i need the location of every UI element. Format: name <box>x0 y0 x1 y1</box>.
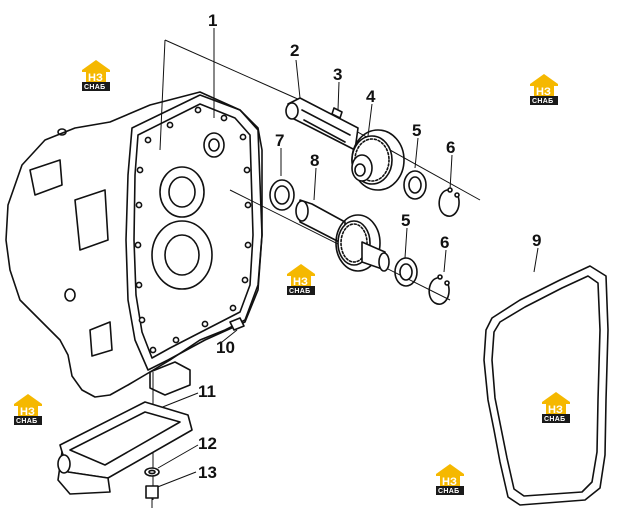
callout-8: 8 <box>310 151 319 170</box>
svg-text:СНАБ: СНАБ <box>16 418 37 425</box>
callout-7: 7 <box>275 131 284 150</box>
callout-5-lower: 5 <box>401 211 410 230</box>
callout-12: 12 <box>198 434 217 453</box>
callout-3: 3 <box>333 65 342 84</box>
plug-10 <box>229 317 245 331</box>
callout-4: 4 <box>366 87 376 106</box>
svg-text:СНАБ: СНАБ <box>532 98 553 105</box>
bolt-13 <box>145 485 159 508</box>
gasket-9 <box>483 265 609 506</box>
callout-10: 10 <box>216 338 235 357</box>
watermark-logo: НЗ СНАБ <box>287 264 315 295</box>
watermark-logo: НЗ СНАБ <box>530 74 558 105</box>
gearbox-housing <box>5 91 263 398</box>
callout-9: 9 <box>532 231 541 250</box>
watermark-logo: НЗ СНАБ <box>14 394 42 425</box>
cover-11 <box>57 401 193 495</box>
callout-11: 11 <box>198 382 216 401</box>
svg-text:НЗ: НЗ <box>293 276 308 288</box>
svg-text:НЗ: НЗ <box>536 86 551 98</box>
svg-text:СНАБ: СНАБ <box>438 488 459 495</box>
bearing-7 <box>269 179 295 211</box>
key-3 <box>331 107 343 119</box>
gear-4 <box>351 129 405 191</box>
bearing-5-upper <box>403 170 427 200</box>
shaft-2 <box>285 97 359 151</box>
callout-13: 13 <box>198 463 217 482</box>
callout-5-upper: 5 <box>412 121 421 140</box>
callout-6-lower: 6 <box>440 233 449 252</box>
callout-2: 2 <box>290 41 299 60</box>
svg-text:НЗ: НЗ <box>548 404 563 416</box>
callout-6-upper: 6 <box>446 138 455 157</box>
bearing-5-lower <box>394 257 418 287</box>
circlip-6-upper <box>438 187 460 217</box>
shaft-8 <box>295 199 390 272</box>
svg-text:НЗ: НЗ <box>20 406 35 418</box>
circlip-6-lower <box>428 274 450 305</box>
watermark-logo: НЗ СНАБ <box>436 464 464 495</box>
svg-text:СНАБ: СНАБ <box>289 288 310 295</box>
svg-text:НЗ: НЗ <box>442 476 457 488</box>
watermark-logo: НЗ СНАБ <box>542 392 570 423</box>
svg-text:СНАБ: СНАБ <box>84 84 105 91</box>
washer-12 <box>144 467 160 477</box>
svg-text:НЗ: НЗ <box>88 72 103 84</box>
watermark-logo: НЗ СНАБ <box>82 60 110 91</box>
callout-1: 1 <box>208 11 217 30</box>
callout-labels: 1 2 3 4 5 6 7 8 5 6 9 10 11 12 13 <box>198 11 541 482</box>
svg-text:СНАБ: СНАБ <box>544 416 565 423</box>
bearing-bores <box>151 132 225 290</box>
flange-bolt-holes <box>134 106 252 354</box>
